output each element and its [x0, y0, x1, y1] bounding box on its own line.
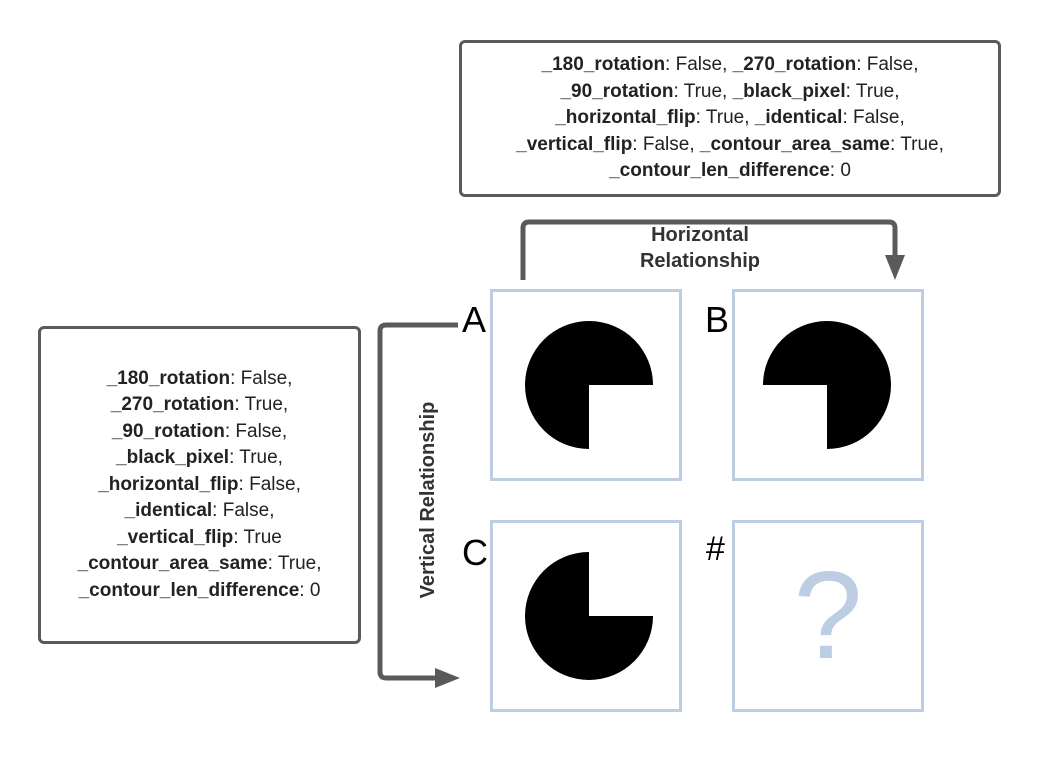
prop-value: True,: [239, 447, 283, 469]
prop-value: True,: [683, 80, 728, 102]
prop-value: True,: [244, 394, 289, 416]
prop-key: _contour_len_difference: [78, 579, 300, 601]
prop-key: _horizontal_flip: [555, 107, 696, 129]
pacman-shape-c: [525, 552, 653, 680]
prop-key: _identical: [124, 500, 213, 522]
prop-key: _270_rotation: [732, 54, 857, 76]
horizontal-properties-box: _180_rotation: False, _270_rotation: Fal…: [459, 40, 1001, 197]
prop-key: _90_rotation: [560, 80, 674, 102]
prop-key: _90_rotation: [111, 420, 225, 442]
vertical-properties-box: _180_rotation: False, _270_rotation: Tru…: [38, 326, 361, 644]
prop-value: False,: [866, 54, 919, 76]
prop-value: True,: [705, 107, 750, 129]
prop-value: True,: [277, 553, 322, 575]
prop-key: _identical: [754, 107, 843, 129]
horizontal-relationship-label: Horizontal Relationship: [639, 224, 760, 272]
prop-value: 0: [309, 579, 321, 601]
vertical-relationship-label: Vertical Relationship: [417, 401, 439, 599]
prop-key: _180_rotation: [106, 367, 231, 389]
cell-b: [732, 289, 924, 481]
prop-value: True,: [900, 133, 944, 155]
prop-value: False,: [222, 500, 275, 522]
prop-key: _contour_area_same: [77, 553, 268, 575]
pacman-shape-b: [763, 321, 891, 449]
cell-c: [490, 520, 682, 712]
prop-value: False,: [249, 473, 301, 495]
cell-b-label: B: [705, 299, 730, 340]
prop-value: False,: [853, 107, 905, 129]
horizontal-arrow-line: [520, 219, 898, 280]
prop-key: _horizontal_flip: [98, 473, 239, 495]
vertical-arrow-line: [377, 322, 458, 681]
horizontal-arrow-head: [885, 255, 905, 280]
prop-key: _contour_area_same: [699, 133, 890, 155]
prop-value: True,: [855, 80, 900, 102]
prop-value: 0: [840, 160, 851, 182]
prop-value: False,: [235, 420, 288, 442]
prop-key: _180_rotation: [541, 54, 666, 76]
horizontal-properties-text: _180_rotation: False, _270_rotation: Fal…: [516, 54, 944, 182]
cell-answer-label: #: [706, 530, 725, 568]
answer-cell[interactable]: ?: [732, 520, 924, 712]
prop-key: _contour_len_difference: [609, 160, 830, 182]
cell-a-label: A: [462, 299, 487, 340]
prop-key: _black_pixel: [732, 80, 846, 102]
prop-key: _270_rotation: [110, 394, 235, 416]
prop-value: False,: [240, 367, 293, 389]
prop-key: _black_pixel: [116, 447, 230, 469]
prop-value: False,: [675, 54, 728, 76]
cell-a: [490, 289, 682, 481]
prop-value: False,: [642, 133, 695, 155]
prop-key: _vertical_flip: [516, 133, 633, 155]
cell-c-label: C: [462, 532, 488, 573]
prop-value: True: [243, 526, 282, 548]
pacman-shape-a: [525, 321, 653, 449]
vertical-properties-text: _180_rotation: False, _270_rotation: Tru…: [77, 367, 322, 601]
question-mark-icon: ?: [793, 547, 863, 685]
prop-key: _vertical_flip: [117, 526, 234, 548]
vertical-arrow-head: [435, 668, 460, 688]
